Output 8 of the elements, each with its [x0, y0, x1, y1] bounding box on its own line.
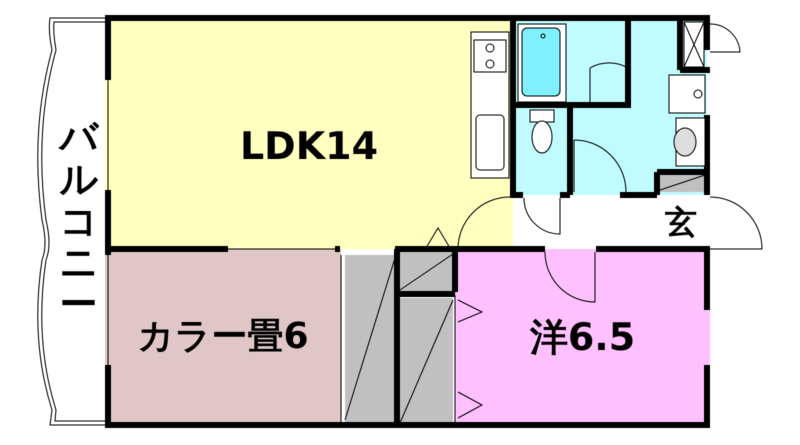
balcony-label: バルコニー	[60, 117, 98, 326]
room-label: 洋6.5	[530, 318, 636, 356]
room-area	[105, 18, 513, 249]
room-label: 玄	[665, 206, 697, 238]
room-area	[455, 249, 710, 425]
room-label: LDK14	[240, 126, 378, 164]
room-area	[105, 249, 341, 425]
room-label: カラー畳6	[137, 319, 309, 355]
